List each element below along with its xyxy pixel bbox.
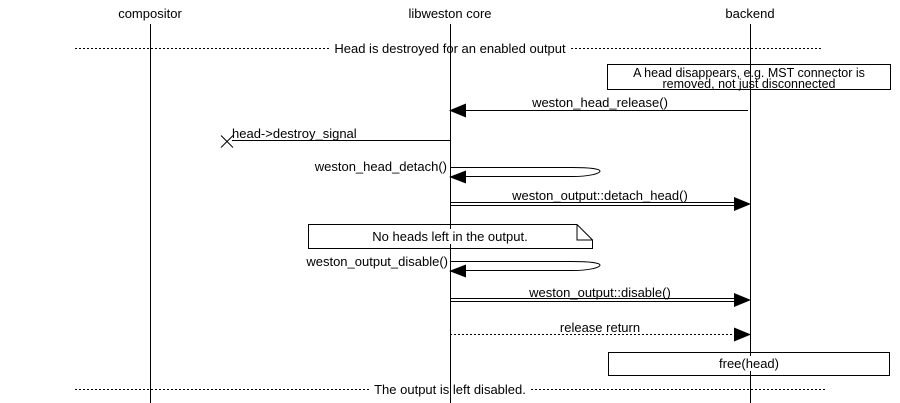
divider-bottom: The output is left disabled. xyxy=(0,382,900,397)
head-detach-self-loop xyxy=(450,167,601,177)
lost-message-x-icon xyxy=(220,135,234,148)
note-no-heads-label: No heads left in the output. xyxy=(368,229,532,244)
disable-message-line xyxy=(450,298,746,302)
note-no-heads: No heads left in the output. xyxy=(308,229,592,244)
release-return-arrowhead-icon xyxy=(734,327,751,342)
note-head-disappears-line2: removed, not just disconnected xyxy=(662,77,836,91)
output-disable-self-loop xyxy=(450,261,601,271)
message-head-detach-label: weston_head_detach() xyxy=(314,159,447,174)
detach-head-arrowhead-icon xyxy=(734,197,751,211)
actor-backend-label: backend xyxy=(725,6,775,21)
message-release-label: weston_head_release() xyxy=(532,95,668,110)
note-corner-fold-icon xyxy=(576,224,593,241)
actor-libweston-core-label: libweston core xyxy=(408,6,492,21)
disable-arrowhead-icon xyxy=(734,293,751,307)
message-disable-label: weston_output::disable() xyxy=(529,285,671,300)
head-detach-arrowhead-icon xyxy=(449,170,466,184)
divider-bottom-label: The output is left disabled. xyxy=(370,382,530,397)
action-free-head: free(head) xyxy=(608,356,890,371)
message-release-return-label: release return xyxy=(559,320,641,335)
output-disable-arrowhead-icon xyxy=(449,264,466,278)
message-destroy-signal-label: head->destroy_signal xyxy=(232,126,357,141)
note-head-disappears-line1: A head disappears, e.g. MST connector is xyxy=(633,65,865,80)
message-detach-head-label: weston_output::detach_head() xyxy=(512,188,688,203)
note-box-head-disappears xyxy=(607,64,891,90)
message-output-disable-label: weston_output_disable() xyxy=(306,254,448,269)
action-free-head-label: free(head) xyxy=(715,356,783,371)
actor-compositor-label: compositor xyxy=(118,6,182,21)
release-arrowhead-icon xyxy=(449,103,466,118)
detach-head-message-line xyxy=(450,202,746,206)
